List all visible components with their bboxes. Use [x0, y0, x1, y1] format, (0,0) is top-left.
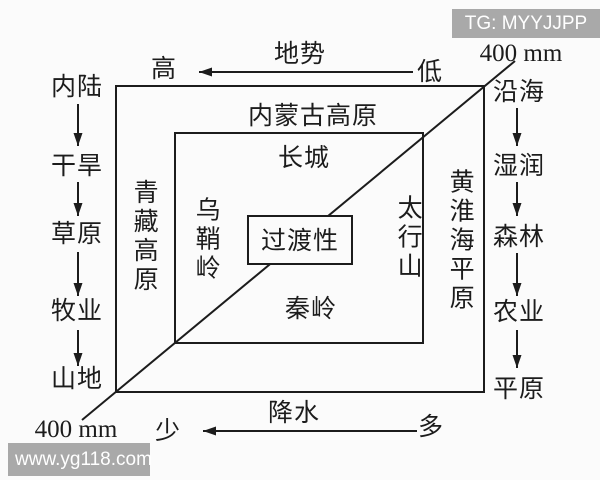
qinling-label: 秦岭: [284, 295, 338, 323]
right-chain-coastal: 沿海: [492, 78, 546, 106]
left-chain-mountain: 山地: [50, 365, 104, 393]
taihang-mountains-label: 太行山: [394, 194, 422, 282]
isohyet-bottom-value: 400 mm: [34, 415, 118, 443]
left-chain-pastoral: 牧业: [50, 297, 104, 325]
isohyet-top-value: 400 mm: [479, 39, 563, 67]
precip-axis-label: 降水: [267, 399, 321, 427]
outer-region-rect: [115, 85, 485, 393]
right-chain-forest: 森林: [492, 223, 546, 251]
left-chain-inland: 内陆: [50, 73, 104, 101]
precip-little-label: 少: [154, 417, 182, 445]
right-chain-humid: 湿润: [492, 152, 546, 180]
qinghai-tibet-plateau-label: 青藏高原: [130, 179, 158, 295]
left-chain-arid: 干旱: [50, 152, 104, 180]
transitional-nature-box: 过渡性: [246, 215, 354, 265]
right-chain-agriculture: 农业: [492, 298, 546, 326]
right-chain-plain: 平原: [492, 375, 546, 403]
watermark-bottom-left: www.yg118.com: [8, 443, 152, 476]
precip-much-label: 多: [417, 413, 445, 441]
great-wall-label: 长城: [277, 144, 331, 172]
inner-region-rect: [174, 132, 424, 344]
terrain-high-label: 高: [150, 55, 178, 83]
wushao-ridge-label: 乌鞘岭: [192, 196, 220, 284]
left-chain-grassland: 草原: [50, 220, 104, 248]
terrain-low-label: 低: [416, 58, 444, 86]
inner-mongolia-plateau-label: 内蒙古高原: [247, 102, 379, 130]
watermark-top-right: TG: MYYJJPP: [452, 9, 600, 38]
huanghuaihai-plain-label: 黄淮海平原: [446, 168, 474, 314]
terrain-axis-label: 地势: [273, 40, 327, 68]
